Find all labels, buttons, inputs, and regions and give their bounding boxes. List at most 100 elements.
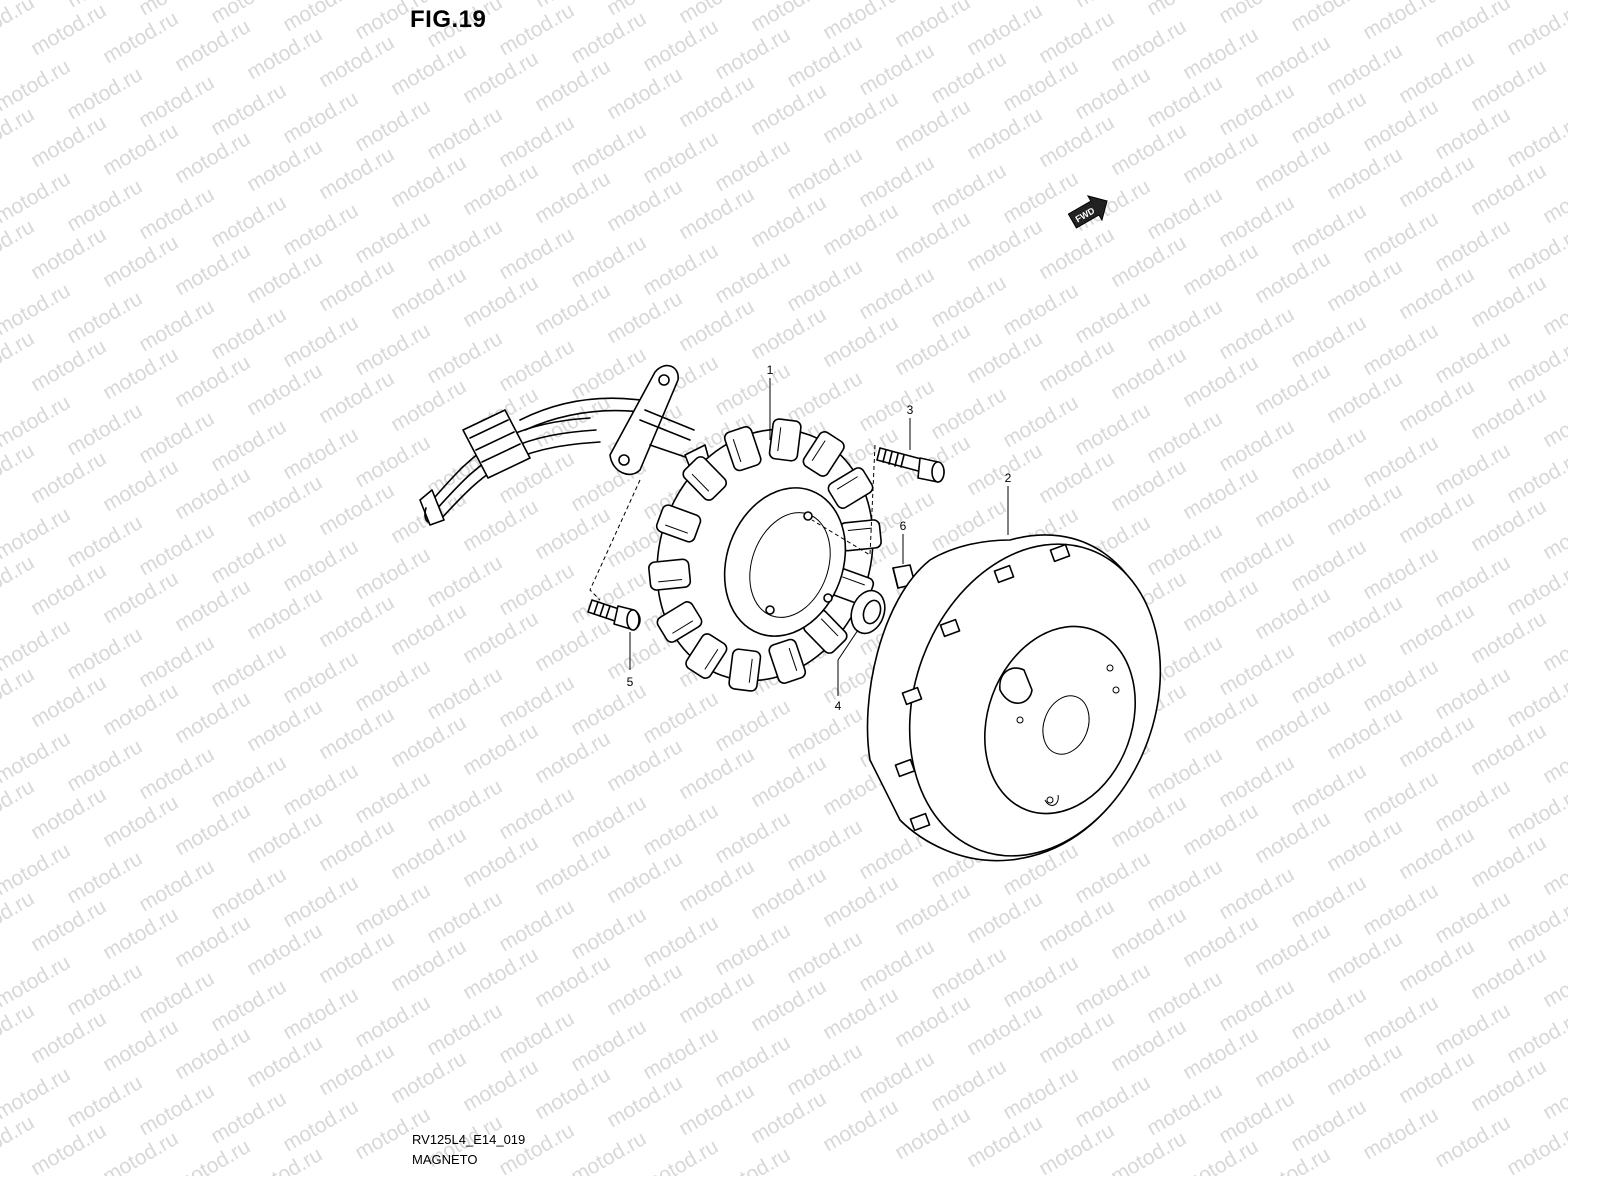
watermark-text: motod.ru (567, 679, 650, 740)
watermark-text: motod.ru (171, 911, 254, 972)
watermark-text: motod.ru (1467, 495, 1550, 556)
watermark-text: motod.ru (459, 1055, 542, 1116)
watermark-text: motod.ru (387, 375, 470, 436)
watermark-text: motod.ru (63, 175, 146, 236)
watermark-text: motod.ru (1359, 1103, 1442, 1164)
watermark-text: motod.ru (99, 1015, 182, 1076)
watermark-text: motod.ru (171, 1023, 254, 1084)
watermark-text: motod.ru (747, 303, 830, 364)
watermark-text: motod.ru (351, 655, 434, 716)
watermark-text: motod.ru (171, 575, 254, 636)
watermark-text: motod.ru (387, 823, 470, 884)
watermark-text: motod.ru (0, 167, 74, 228)
watermark-text: motod.ru (1071, 847, 1154, 908)
watermark-text: motod.ru (99, 7, 182, 68)
watermark-text: motod.ru (927, 1055, 1010, 1116)
watermark-text: motod.ru (27, 447, 110, 508)
watermark-text: motod.ru (1251, 1031, 1334, 1092)
callout-number-5: 5 (627, 675, 634, 689)
watermark-text: motod.ru (1179, 799, 1262, 860)
watermark-text: motod.ru (567, 343, 650, 404)
watermark-text: motod.ru (999, 951, 1082, 1012)
bolt-part-5 (587, 599, 641, 631)
watermark-text: motod.ru (243, 583, 326, 644)
watermark-text: motod.ru (1035, 1119, 1118, 1176)
watermark-text: motod.ru (1035, 335, 1118, 396)
watermark-text: motod.ru (171, 687, 254, 748)
callout-number-1: 1 (767, 363, 774, 377)
watermark-text: motod.ru (747, 0, 830, 36)
watermark-text: motod.ru (1467, 831, 1550, 892)
watermark-text: motod.ru (567, 1127, 650, 1176)
watermark-text: motod.ru (1359, 431, 1442, 492)
watermark-text: motod.ru (207, 639, 290, 700)
watermark-text: motod.ru (1467, 1055, 1550, 1116)
watermark-text: motod.ru (1107, 455, 1190, 516)
watermark-text: motod.ru (783, 31, 866, 92)
watermark-text: motod.ru (1431, 999, 1514, 1060)
watermark-text: motod.ru (963, 0, 1046, 60)
watermark-text: motod.ru (1359, 879, 1442, 940)
watermark-text: motod.ru (639, 799, 722, 860)
watermark-text: motod.ru (495, 1007, 578, 1068)
watermark-text: motod.ru (0, 727, 74, 788)
watermark-text: motod.ru (1215, 639, 1298, 700)
watermark-text: motod.ru (495, 111, 578, 172)
watermark-text: motod.ru (675, 0, 758, 28)
watermark-text: motod.ru (747, 79, 830, 140)
watermark-text: motod.ru (711, 1143, 794, 1176)
wire-connector (462, 409, 531, 479)
watermark-text: motod.ru (99, 567, 182, 628)
watermark-text: motod.ru (495, 895, 578, 956)
watermark-text: motod.ru (891, 95, 974, 156)
watermark-text: motod.ru (207, 751, 290, 812)
watermark-text: motod.ru (1467, 159, 1550, 220)
watermark-text: motod.ru (27, 895, 110, 956)
watermark-text: motod.ru (1395, 487, 1478, 548)
watermark-text: motod.ru (99, 231, 182, 292)
watermark-text: motod.ru (1431, 551, 1514, 612)
watermark-text: motod.ru (207, 415, 290, 476)
watermark-text: motod.ru (1071, 1071, 1154, 1132)
watermark-text: motod.ru (99, 119, 182, 180)
watermark-text: motod.ru (27, 111, 110, 172)
watermark-text: motod.ru (1359, 0, 1442, 44)
watermark-text: motod.ru (855, 151, 938, 212)
watermark-text: motod.ru (135, 519, 218, 580)
watermark-text: motod.ru (819, 311, 902, 372)
stator-pole-winding (811, 440, 826, 462)
watermark-text: motod.ru (1179, 23, 1262, 84)
watermark-text: motod.ru (315, 143, 398, 204)
stator-pole (655, 504, 702, 543)
watermark-text: motod.ru (603, 287, 686, 348)
watermark-text: motod.ru (891, 0, 974, 52)
watermark-text: motod.ru (171, 15, 254, 76)
watermark-text: motod.ru (963, 215, 1046, 276)
watermark-text: motod.ru (27, 223, 110, 284)
watermark-text: motod.ru (1287, 0, 1370, 36)
watermark-text: motod.ru (495, 671, 578, 732)
callout-4: 4 (835, 629, 859, 713)
watermark-text: motod.ru (279, 647, 362, 708)
stator-pole (768, 638, 807, 684)
watermark-text: motod.ru (1287, 983, 1370, 1044)
watermark-text: motod.ru (243, 359, 326, 420)
watermark-text: motod.ru (1467, 607, 1550, 668)
stator-pole-winding (658, 578, 683, 583)
watermark-text: motod.ru (1035, 7, 1118, 68)
watermark-text: motod.ru (63, 63, 146, 124)
callout-number-6: 6 (900, 519, 907, 533)
watermark-text: motod.ru (279, 1095, 362, 1156)
watermark-text: motod.ru (207, 79, 290, 140)
watermark-text: motod.ru (819, 199, 902, 260)
stator-pole-winding (732, 439, 742, 463)
watermark-text: motod.ru (1179, 463, 1262, 524)
watermark-text: motod.ru (135, 631, 218, 692)
watermark-text: motod.ru (819, 1095, 902, 1156)
watermark-text: motod.ru (315, 255, 398, 316)
watermark-text: motod.ru (855, 263, 938, 324)
watermark-text: motod.ru (999, 391, 1082, 452)
watermark-text: motod.ru (1215, 415, 1298, 476)
watermark-text: motod.ru (675, 855, 758, 916)
stator-pole (768, 418, 802, 462)
